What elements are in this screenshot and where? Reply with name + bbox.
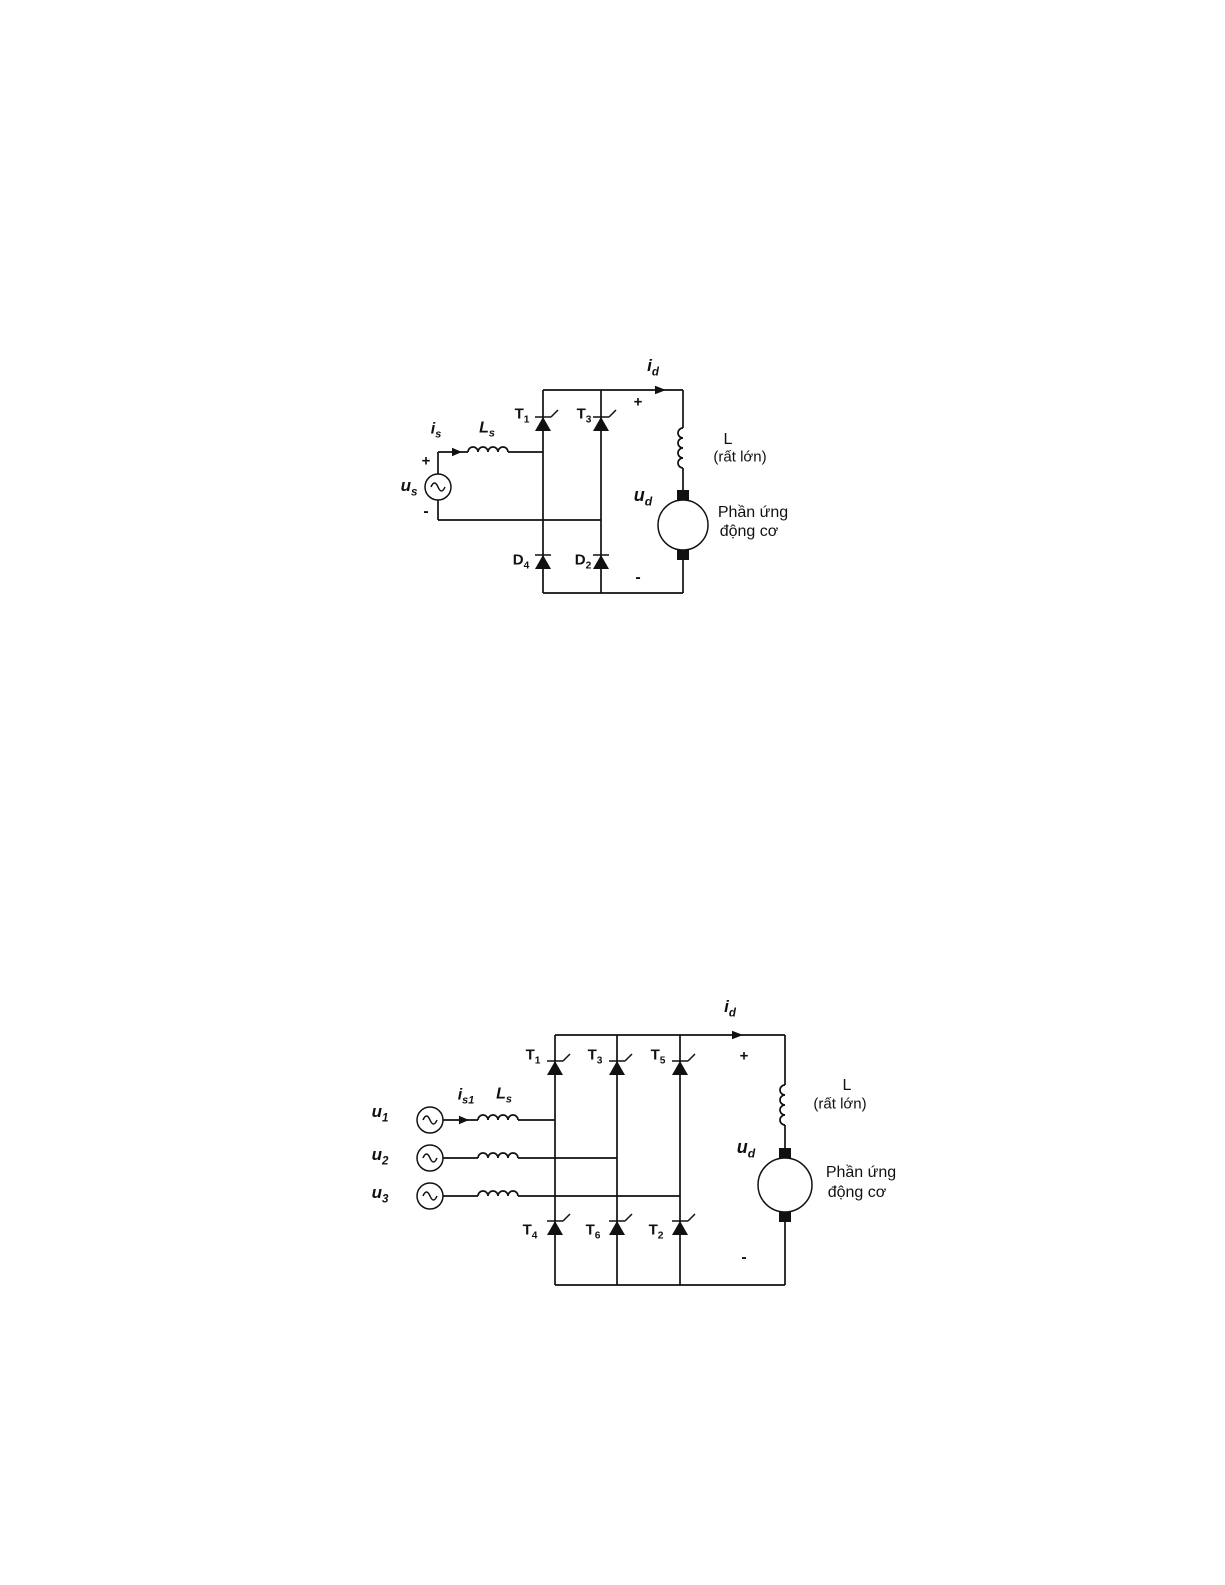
id-current-arrow <box>655 385 666 395</box>
phase3-inductor <box>477 1190 519 1197</box>
u2-source-label: u2 <box>371 1145 389 1168</box>
inductor-L-name: L <box>723 431 733 448</box>
thyristor-T2-3ph <box>672 1213 696 1235</box>
us-source-label: us <box>400 476 418 499</box>
diode-D2 <box>593 554 609 569</box>
d2-label: D2 <box>574 551 592 572</box>
ls-inductor-label: Ls <box>479 419 495 440</box>
thyristor-T1-3ph <box>547 1053 571 1075</box>
diode-D4 <box>535 554 551 569</box>
circuit1-ac-source <box>424 452 452 520</box>
circuit2-bridge <box>547 1030 785 1286</box>
thyristor-T3-3ph <box>609 1053 633 1075</box>
ud-voltage-label-3ph: ud <box>736 1137 756 1161</box>
source-plus-sign: + <box>421 452 431 470</box>
dc-plus-sign-3ph: + <box>739 1047 749 1065</box>
ls-inductor-label-3ph: Ls <box>496 1085 512 1106</box>
t2-label-3ph: T2 <box>648 1221 664 1242</box>
id-current-label-3ph: id <box>724 997 736 1020</box>
thyristor-T6-3ph <box>609 1213 633 1235</box>
source-inductor-Ls <box>467 446 509 453</box>
id-current-arrow-3ph <box>732 1030 743 1040</box>
circuit2-load-branch <box>757 1035 813 1285</box>
thyristor-T5-3ph <box>672 1053 696 1075</box>
smoothing-inductor-L <box>677 427 684 469</box>
thyristor-T3 <box>593 409 617 431</box>
ud-voltage-label: ud <box>633 485 653 509</box>
u1-source-label: u1 <box>371 1102 389 1125</box>
t3-label-3ph: T3 <box>587 1046 603 1067</box>
is1-current-arrow <box>459 1115 469 1125</box>
motor-label-line1-3ph: Phần ứng <box>825 1164 897 1181</box>
t4-label-3ph: T4 <box>522 1221 538 1242</box>
phase2-inductor <box>477 1152 519 1159</box>
t5-label-3ph: T5 <box>650 1046 666 1067</box>
is-current-label: is <box>430 420 442 441</box>
source-minus-sign: - <box>423 503 429 520</box>
t1-label-3ph: T1 <box>525 1046 541 1067</box>
dc-plus-sign: + <box>633 393 643 411</box>
t3-label: T3 <box>576 405 592 426</box>
thyristor-T1 <box>535 409 559 431</box>
motor-label-line2: động cơ <box>719 523 779 540</box>
inductor-L-note: (rất lớn) <box>713 448 767 466</box>
motor-armature-3ph <box>757 1148 813 1222</box>
circuit2-ac-sources <box>416 1106 444 1210</box>
thyristor-T4-3ph <box>547 1213 571 1235</box>
d4-label: D4 <box>512 551 530 572</box>
u3-source-label: u3 <box>371 1183 389 1206</box>
is-current-arrow <box>452 447 462 457</box>
circuit2-phase-wires <box>443 1114 680 1197</box>
motor-label-line1: Phần ứng <box>717 504 789 521</box>
smoothing-inductor-L-3ph <box>779 1084 786 1126</box>
dc-minus-sign: - <box>635 569 641 586</box>
t6-label-3ph: T6 <box>585 1221 601 1242</box>
dc-minus-sign-3ph: - <box>741 1249 747 1266</box>
motor-armature <box>657 490 709 560</box>
t1-label: T1 <box>514 405 530 426</box>
motor-label-line2-3ph: động cơ <box>827 1184 887 1201</box>
id-current-label: id <box>647 356 659 379</box>
inductor-L-name-3ph: L <box>842 1077 852 1094</box>
phase1-inductor <box>477 1114 519 1121</box>
is1-current-label: is1 <box>457 1086 475 1107</box>
inductor-L-note-3ph: (rất lớn) <box>813 1095 867 1113</box>
circuit1-load-branch <box>657 390 709 593</box>
circuit1-bridge <box>535 385 683 594</box>
circuit1-source-wires <box>438 446 601 521</box>
